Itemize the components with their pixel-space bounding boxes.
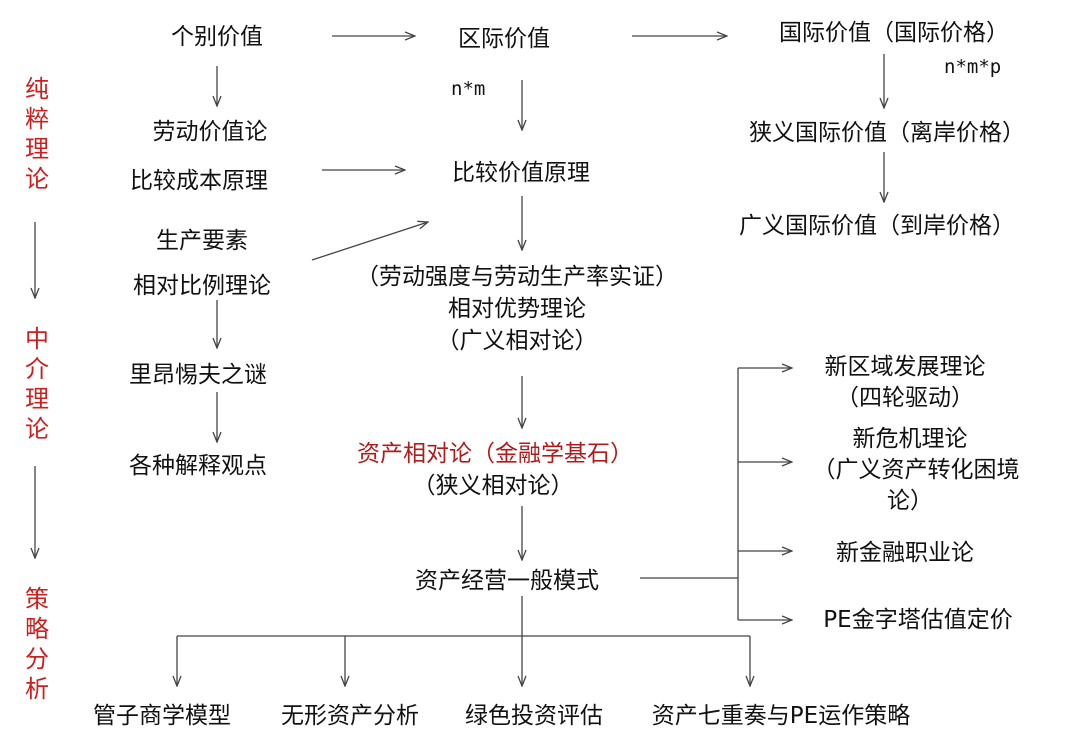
- side-label-middle-theory: 中介理论: [25, 325, 49, 443]
- node-labor-value-theory: 劳动价值论: [152, 119, 268, 145]
- node-asset-mode: 资产经营一般模式: [415, 568, 599, 594]
- node-relative-line1: （劳动强度与劳动生产率实证）: [356, 264, 678, 290]
- formula-nm: n*m: [451, 78, 486, 100]
- node-relative-advantage: 相对优势理论: [448, 296, 586, 322]
- node-asset-septet-pe: 资产七重奏与PE运作策略: [651, 703, 911, 729]
- node-narrow-relativity: （狭义相对论）: [412, 473, 574, 499]
- node-new-crisis-line1: 新危机理论: [852, 426, 968, 452]
- node-new-crisis-line2: （广义资产转化困境: [812, 457, 1020, 483]
- arrow-factors-to-comparative: [311, 222, 428, 261]
- node-regional-value: 区际价值: [458, 26, 550, 52]
- node-green-investment: 绿色投资评估: [465, 703, 603, 729]
- node-comparative-value: 比较价值原理: [452, 160, 590, 186]
- node-leontief-paradox: 里昂惕夫之谜: [129, 362, 267, 388]
- side-label-pure-theory: 纯粹理论: [25, 75, 49, 193]
- node-new-finance-career: 新金融职业论: [836, 540, 974, 566]
- node-comparative-cost: 比较成本原理: [130, 168, 268, 194]
- node-intangible-assets: 无形资产分析: [281, 703, 419, 729]
- node-narrow-intl-value: 狭义国际价值（离岸价格）: [749, 120, 1025, 146]
- side-label-strategy-analysis: 策略分析: [25, 585, 49, 703]
- formula-nmp: n*m*p: [944, 56, 1002, 78]
- node-relative-line3: （广义相对论）: [436, 328, 598, 354]
- node-broad-intl-value: 广义国际价值（到岸价格）: [739, 213, 1015, 239]
- node-new-regional-line2: （四轮驱动）: [836, 385, 974, 411]
- node-pe-pyramid-pricing: PE金字塔估值定价: [823, 607, 1013, 633]
- node-factors-line1: 生产要素: [156, 228, 248, 254]
- node-individual-value: 个别价值: [171, 24, 263, 50]
- node-explanations: 各种解释观点: [129, 453, 267, 479]
- node-new-crisis-line3: 论）: [887, 488, 933, 514]
- node-asset-relativity: 资产相对论（金融学基石）: [357, 441, 633, 467]
- node-international-value: 国际价值（国际价格）: [779, 20, 1009, 46]
- node-factors-line2: 相对比例理论: [133, 273, 271, 299]
- node-new-regional-line1: 新区域发展理论: [824, 354, 986, 380]
- node-guanzi-model: 管子商学模型: [93, 703, 231, 729]
